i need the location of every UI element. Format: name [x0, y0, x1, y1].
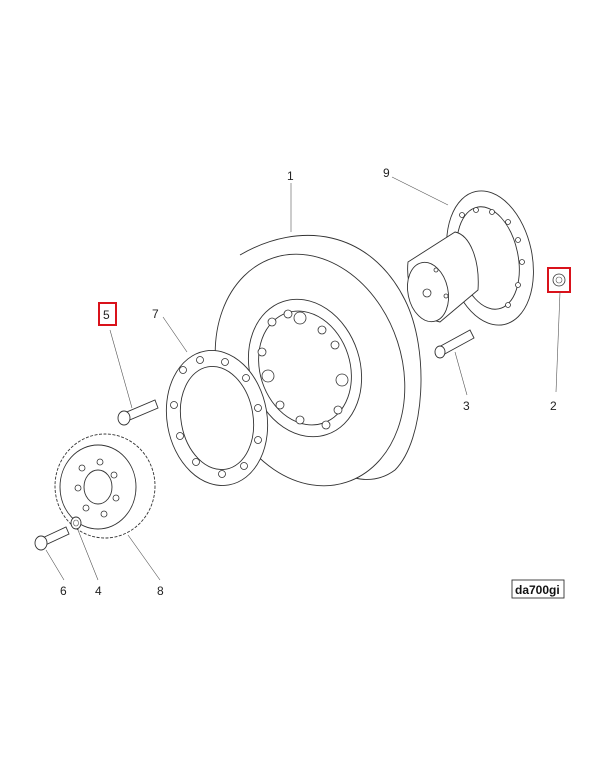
callout-8[interactable]: 8	[157, 584, 164, 598]
part-2-plug[interactable]	[547, 267, 571, 293]
callout-4[interactable]: 4	[95, 584, 102, 598]
callout-1[interactable]: 1	[287, 169, 294, 183]
callout-7[interactable]: 7	[152, 307, 159, 321]
leader-lines	[45, 176, 561, 581]
callout-6[interactable]: 6	[60, 584, 67, 598]
part-9-hub[interactable]	[402, 183, 545, 333]
callout-9[interactable]: 9	[383, 166, 390, 180]
callout-5-highlight[interactable]: 5	[98, 302, 117, 326]
reference-code: da700gi	[515, 583, 560, 597]
callout-5[interactable]: 5	[103, 308, 110, 322]
callout-3[interactable]: 3	[463, 399, 470, 413]
part-7-ring[interactable]	[156, 342, 278, 493]
part-3-bolt[interactable]	[434, 329, 475, 359]
part-4-washer[interactable]	[70, 516, 82, 530]
part-8-gear[interactable]	[54, 433, 156, 539]
part-5-bolt[interactable]	[117, 399, 159, 426]
part-6-bolt[interactable]	[34, 526, 70, 551]
reference-code-box: da700gi	[511, 579, 565, 599]
callout-2[interactable]: 2	[550, 399, 557, 413]
